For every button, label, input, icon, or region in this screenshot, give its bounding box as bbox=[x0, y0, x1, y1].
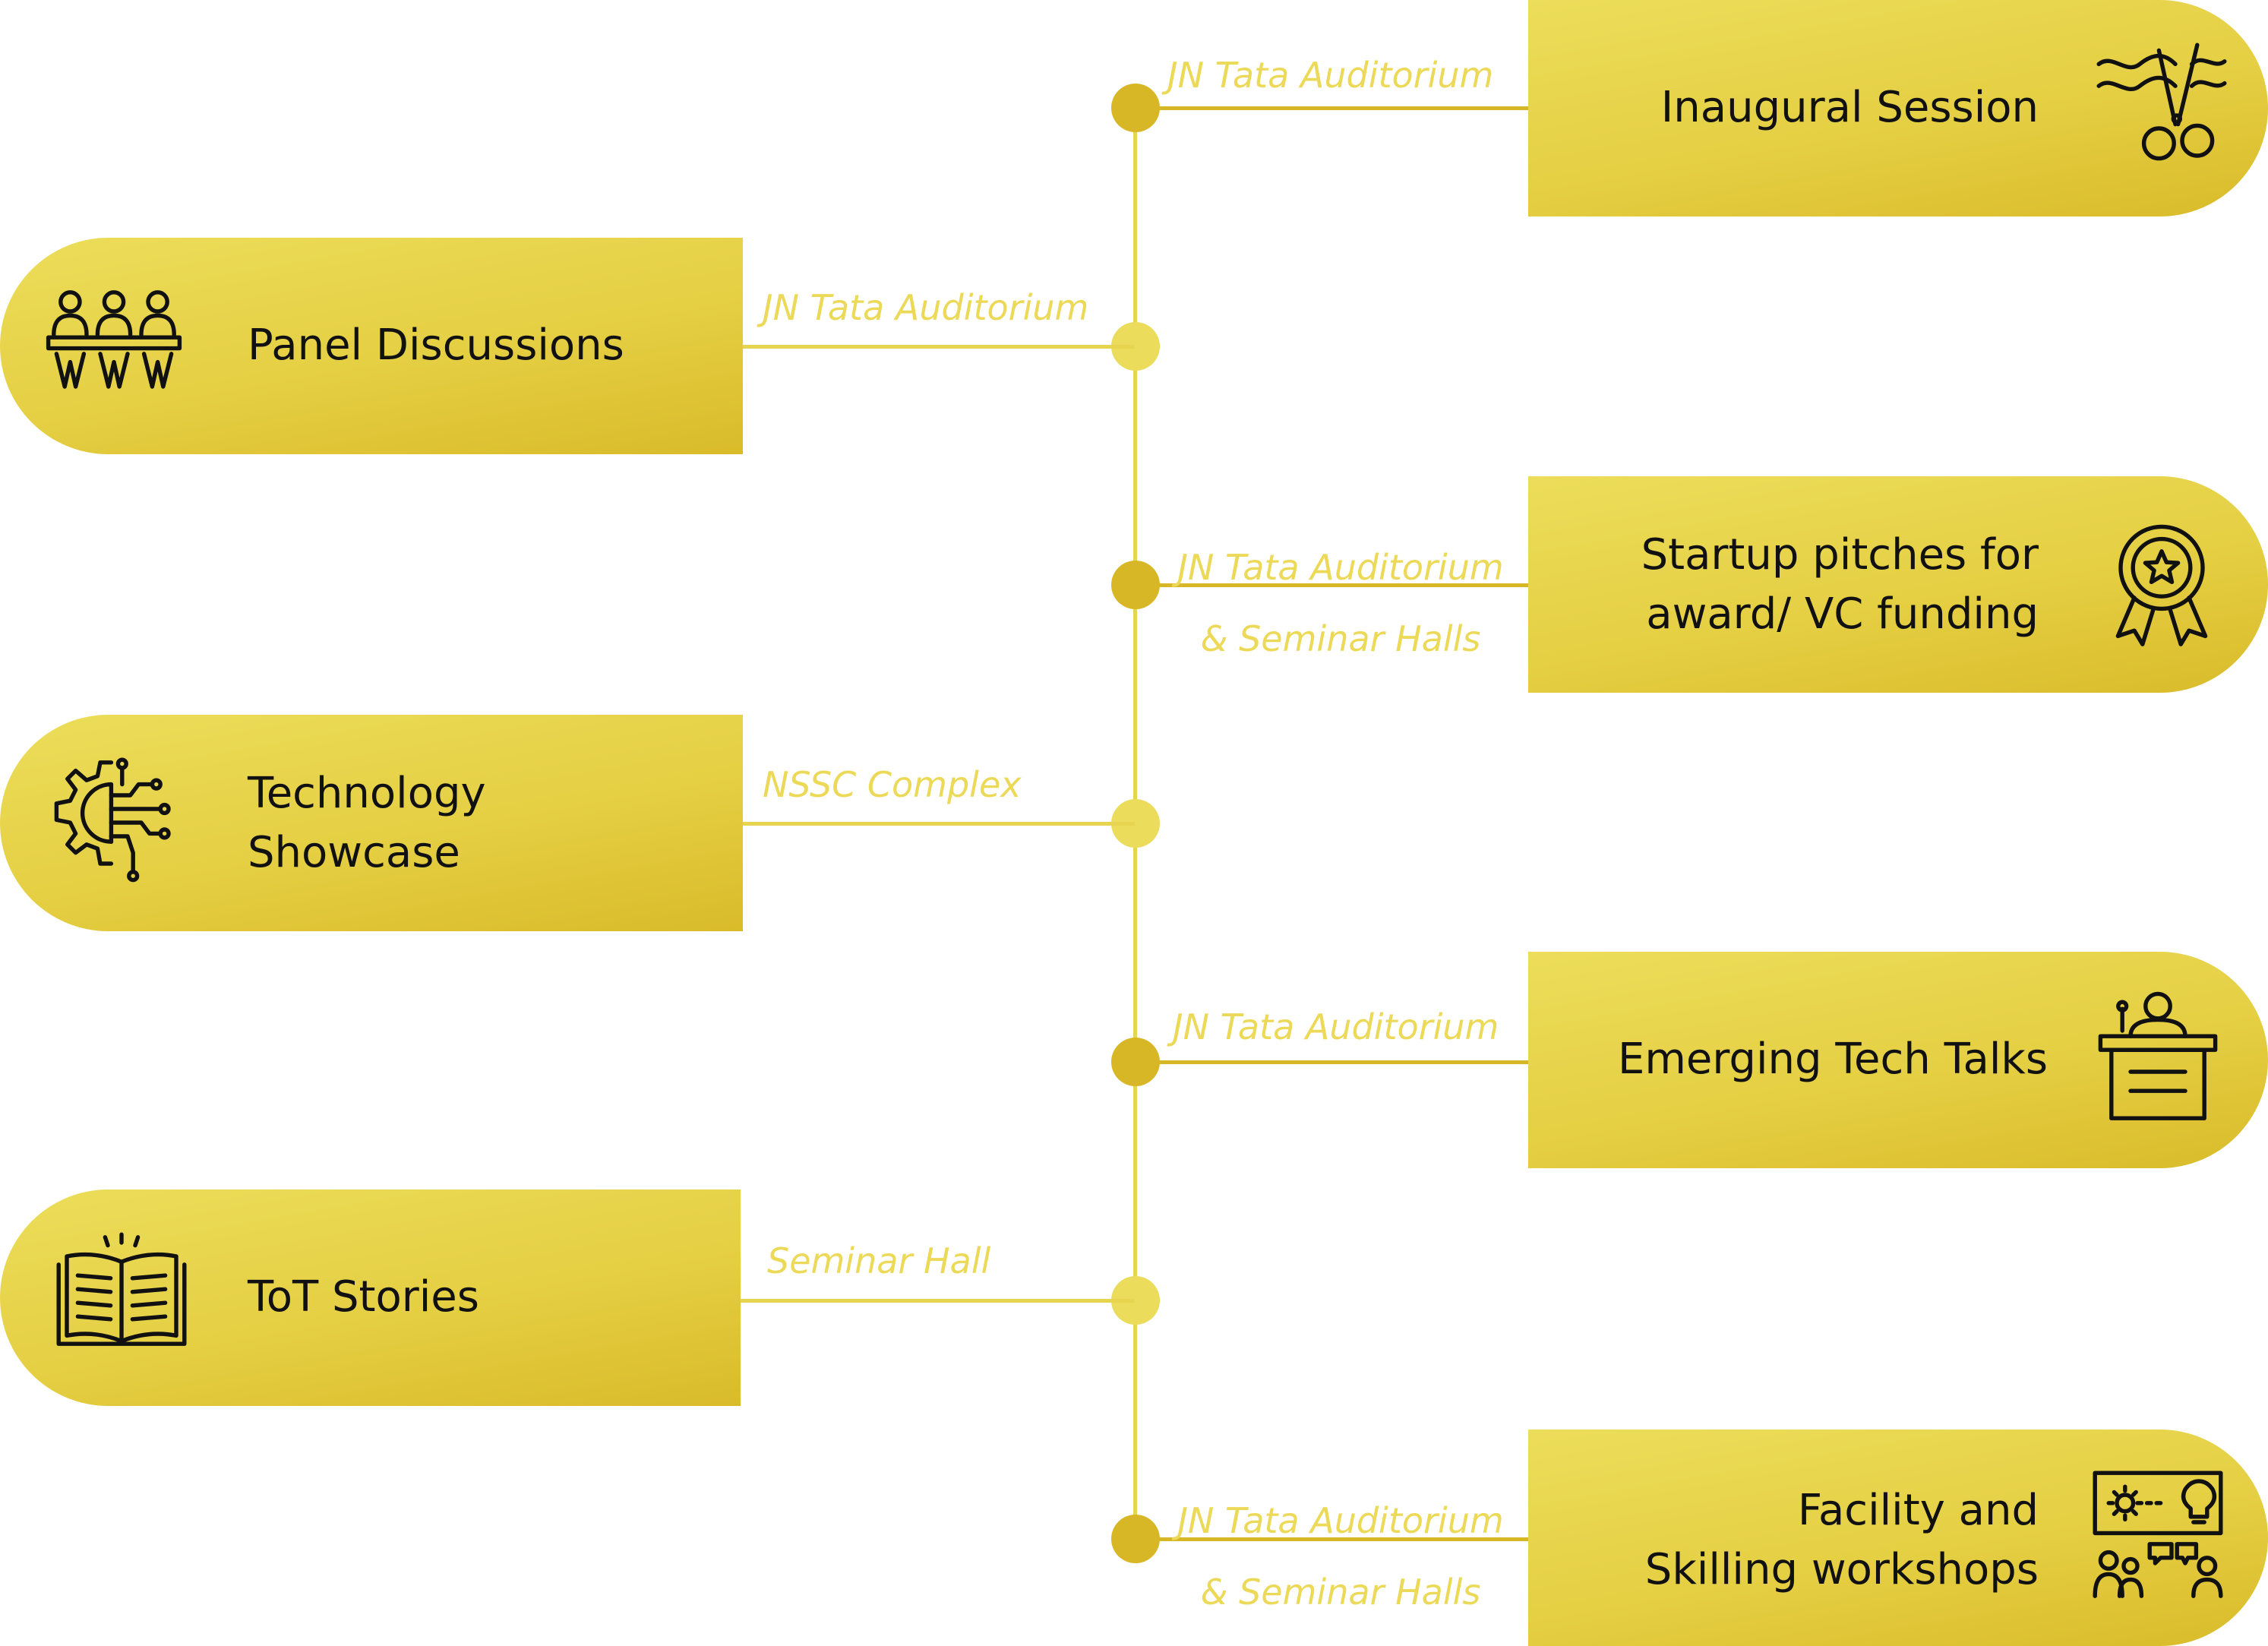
venue-label: JN Tata Auditorium bbox=[1173, 1006, 1499, 1047]
connector-line bbox=[1135, 106, 1528, 110]
session-title: Emerging Tech Talks bbox=[1617, 1035, 2048, 1084]
session-card-startup-pitches: Startup pitches for award/ VC funding bbox=[1528, 476, 2268, 693]
panel-discussion-icon bbox=[46, 277, 182, 414]
session-card-facility-workshops: Facility and Skilling workshops bbox=[1528, 1430, 2268, 1646]
session-card-technology-showcase: Technology Showcase bbox=[0, 715, 743, 931]
session-card-inaugural: Inaugural Session bbox=[1528, 0, 2268, 216]
award-medal-icon bbox=[2093, 516, 2230, 652]
session-card-tot-stories: ToT Stories bbox=[0, 1189, 741, 1406]
session-card-panel-discussions: Panel Discussions bbox=[0, 238, 743, 454]
venue-label: JN Tata Auditorium & Seminar Halls bbox=[1177, 1500, 1504, 1613]
connector-line bbox=[741, 1299, 1135, 1303]
connector-line bbox=[1135, 1060, 1528, 1064]
session-card-emerging-tech-talks: Emerging Tech Talks bbox=[1528, 952, 2268, 1168]
connector-line bbox=[1135, 583, 1528, 587]
connector-line bbox=[743, 345, 1135, 349]
session-title: Technology Showcase bbox=[248, 769, 486, 877]
connector-line bbox=[743, 822, 1135, 826]
session-title: Inaugural Session bbox=[1660, 83, 2039, 132]
workshop-presentation-icon bbox=[2090, 1467, 2226, 1604]
venue-label: Seminar Hall bbox=[767, 1240, 991, 1281]
venue-label: JN Tata Auditorium bbox=[1167, 55, 1494, 96]
speaker-podium-icon bbox=[2090, 990, 2226, 1126]
session-title: Panel Discussions bbox=[248, 321, 624, 370]
session-title: ToT Stories bbox=[248, 1272, 479, 1322]
connector-line bbox=[1135, 1537, 1528, 1541]
open-book-icon bbox=[53, 1229, 190, 1366]
session-title: Startup pitches for award/ VC funding bbox=[1641, 530, 2039, 639]
technology-gear-icon bbox=[46, 754, 182, 891]
venue-label: NSSC Complex bbox=[763, 764, 1022, 805]
session-title: Facility and Skilling workshops bbox=[1644, 1486, 2039, 1594]
venue-label: JN Tata Auditorium bbox=[763, 287, 1089, 328]
venue-label: JN Tata Auditorium & Seminar Halls bbox=[1177, 547, 1504, 659]
ribbon-cutting-icon bbox=[2093, 39, 2230, 176]
